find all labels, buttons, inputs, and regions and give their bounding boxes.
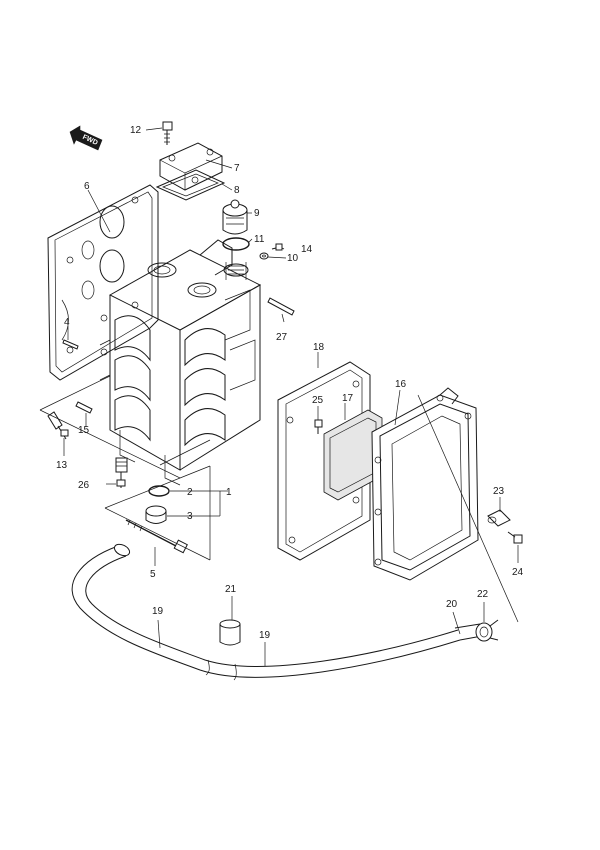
callout-19-right: 19 — [259, 630, 271, 641]
part-thermostat — [222, 199, 248, 235]
part-o-ring — [222, 237, 250, 251]
callout-24: 24 — [512, 567, 524, 578]
leader-lines — [63, 127, 519, 666]
part-bolt-13 — [47, 411, 69, 440]
part-cylinder-block — [99, 239, 262, 486]
callout-10: 10 — [287, 253, 299, 264]
callout-13: 13 — [56, 460, 68, 471]
part-cover-gasket — [155, 169, 226, 201]
callout-2: 2 — [187, 487, 193, 498]
part-washer — [259, 252, 269, 260]
part-screw-25 — [314, 419, 323, 434]
callout-21: 21 — [225, 584, 237, 595]
part-hose-clamp — [475, 619, 499, 642]
part-exhaust-gasket — [277, 361, 371, 561]
callout-4: 4 — [64, 317, 70, 328]
part-water-hose — [71, 543, 461, 681]
part-cap-3 — [145, 505, 167, 524]
part-small-screw — [271, 243, 283, 251]
part-locating-pin — [75, 401, 93, 414]
callout-labels: 1 2 3 4 5 6 7 8 9 10 11 12 13 14 15 16 1… — [56, 125, 524, 641]
part-hose-sleeve — [219, 619, 241, 646]
part-exhaust-cover — [371, 387, 479, 581]
callout-26: 26 — [78, 480, 90, 491]
callout-27: 27 — [276, 332, 288, 343]
callout-14: 14 — [301, 244, 313, 255]
callout-11: 11 — [254, 234, 265, 245]
callout-5: 5 — [150, 569, 156, 580]
part-ring-2 — [148, 485, 170, 497]
part-dowel-pin — [267, 297, 295, 316]
callout-20: 20 — [446, 599, 458, 610]
part-long-bolt — [125, 519, 188, 554]
forward-arrow-icon: FWD — [69, 125, 103, 151]
callout-17: 17 — [342, 393, 354, 404]
callout-1: 1 — [226, 487, 232, 498]
callout-18: 18 — [313, 342, 325, 353]
callout-12: 12 — [130, 125, 142, 136]
callout-16: 16 — [395, 379, 407, 390]
callout-23: 23 — [493, 486, 505, 497]
callout-9: 9 — [254, 208, 260, 219]
callout-7: 7 — [234, 163, 240, 174]
part-cylinder-gasket — [47, 184, 159, 381]
callout-6: 6 — [84, 181, 90, 192]
part-thermostat-cover — [159, 142, 223, 191]
group-bracket-lines — [39, 375, 228, 561]
callout-3: 3 — [187, 511, 193, 522]
callout-8: 8 — [234, 185, 240, 196]
callout-22: 22 — [477, 589, 489, 600]
callout-19-left: 19 — [152, 606, 164, 617]
part-stud — [62, 339, 79, 350]
callout-15: 15 — [78, 425, 90, 436]
callout-25: 25 — [312, 395, 324, 406]
part-hose-clip — [487, 509, 511, 527]
part-bolt-24 — [507, 531, 523, 544]
part-bolt-top — [162, 121, 173, 145]
part-sensor — [115, 457, 128, 488]
